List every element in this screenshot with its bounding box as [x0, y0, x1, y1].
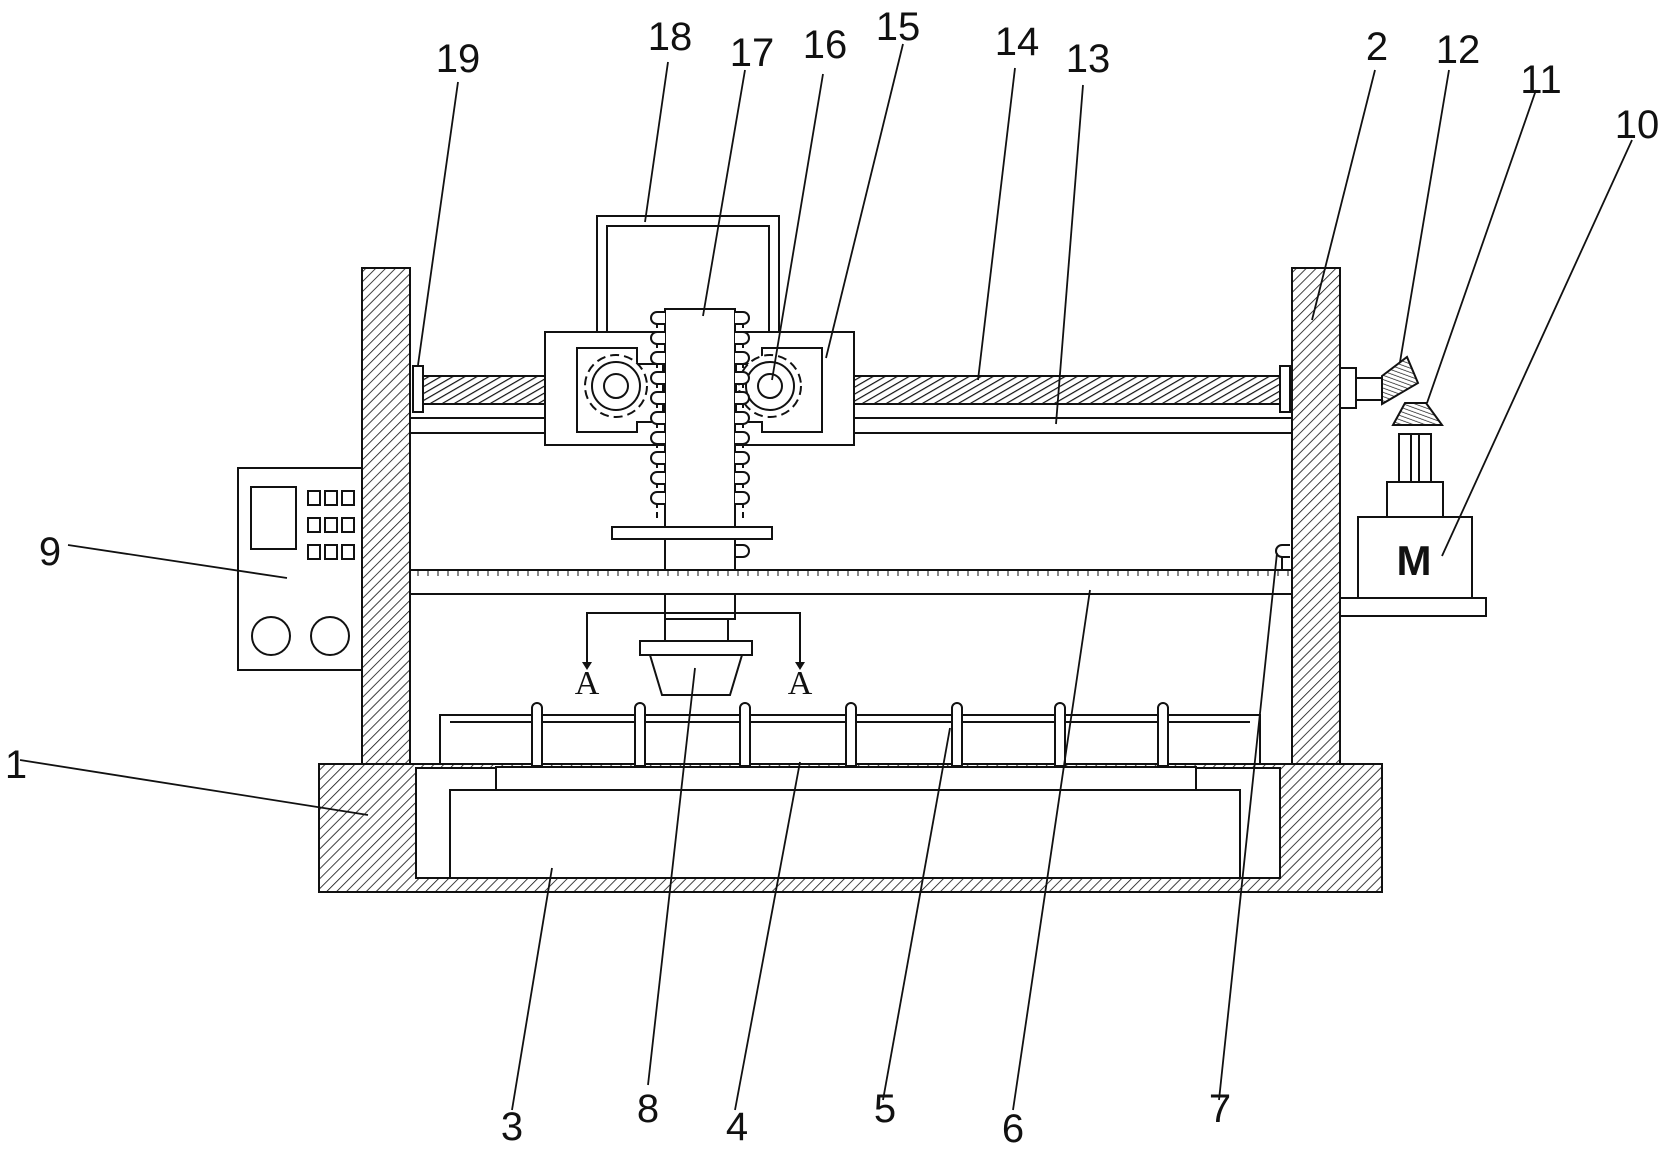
callout-18: 18: [648, 15, 693, 59]
section-mark-left-label: A: [575, 665, 600, 702]
rack-column: [586, 308, 801, 653]
lead-screw: [412, 365, 1291, 413]
motor-label: M: [1397, 537, 1432, 584]
right-column: [1291, 267, 1341, 765]
callout-16: 16: [803, 23, 848, 67]
callout-19: 19: [436, 37, 481, 81]
bevel-gear-horizontal: [1381, 355, 1420, 406]
callout-12: 12: [1436, 28, 1481, 72]
leader-lines: [19, 43, 1633, 1111]
callout-7: 7: [1209, 1087, 1231, 1131]
callout-9: 9: [39, 530, 61, 574]
callout-1: 1: [5, 743, 27, 787]
callout-17: 17: [730, 31, 775, 75]
left-column: [361, 267, 411, 765]
callout-11: 11: [1520, 58, 1562, 102]
control-panel: [237, 467, 363, 671]
gear-right: [738, 354, 802, 418]
callout-5: 5: [874, 1087, 896, 1131]
motor-assembly: M: [1339, 367, 1487, 617]
keypad: [307, 490, 355, 560]
section-mark-right: A: [788, 653, 813, 702]
scale-bar: [409, 544, 1293, 595]
callout-10: 10: [1615, 103, 1660, 147]
section-mark-left: A: [575, 653, 600, 702]
gear-left: [584, 354, 648, 418]
section-mark-right-label: A: [788, 665, 813, 702]
cleaning-head: [639, 640, 753, 696]
callout-3: 3: [501, 1105, 523, 1149]
top-frame: [596, 215, 780, 332]
callout-14: 14: [995, 20, 1040, 64]
callout-8: 8: [637, 1087, 659, 1131]
callout-15: 15: [876, 5, 921, 49]
callout-4: 4: [726, 1105, 748, 1149]
collection-drawer: [449, 766, 1241, 879]
clamping-pins: [531, 702, 1169, 767]
callout-numbers: 1 2 3 4 5 6 7 8 9 10 11 12 13 14 15 16 1…: [5, 5, 1659, 1151]
callout-6: 6: [1002, 1107, 1024, 1151]
bevel-gear-vertical: [1391, 402, 1444, 426]
callout-2: 2: [1366, 25, 1388, 69]
callout-13: 13: [1066, 37, 1111, 81]
